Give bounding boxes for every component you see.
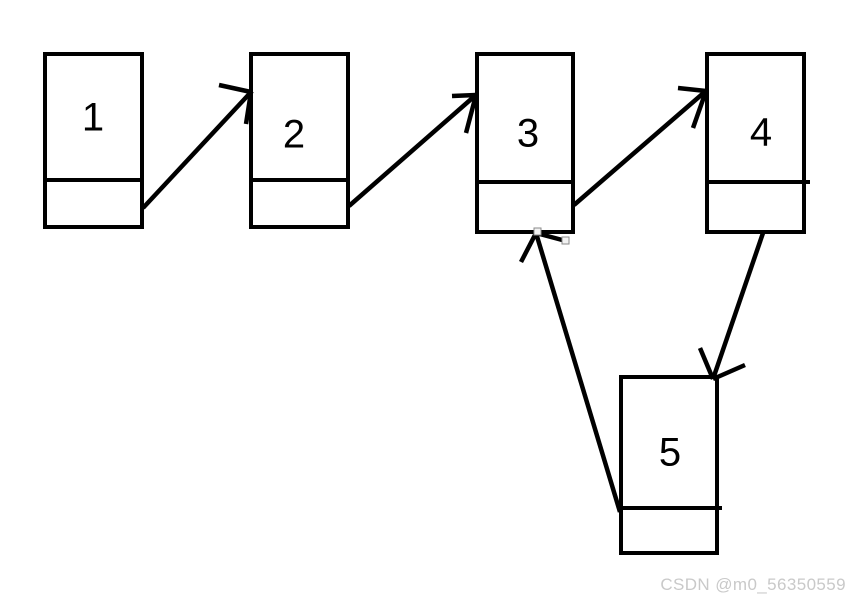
pointer-2-to-3-head-lower bbox=[463, 94, 479, 134]
node-2[interactable]: 2 bbox=[249, 52, 350, 229]
pointer-4-to-5[interactable] bbox=[697, 232, 766, 382]
pointer-3-to-4[interactable] bbox=[572, 85, 709, 207]
pointer-2-to-3-shaft bbox=[347, 92, 479, 208]
pointer-1-to-2[interactable] bbox=[141, 82, 254, 210]
node-2-label: 2 bbox=[283, 113, 305, 157]
pointer-5-to-3-head-left bbox=[519, 231, 538, 264]
node-4[interactable]: 4 bbox=[705, 52, 810, 234]
pointer-2-to-3[interactable] bbox=[347, 92, 479, 208]
pointer-3-to-4-shaft bbox=[572, 88, 709, 207]
node-2-box[interactable] bbox=[249, 52, 350, 229]
node-5[interactable]: 5 bbox=[619, 375, 722, 555]
pointer-3-to-4-head-upper bbox=[677, 85, 707, 94]
node-5-box[interactable] bbox=[619, 375, 719, 555]
node-1[interactable]: 1 bbox=[43, 52, 144, 229]
node-4-label: 4 bbox=[750, 111, 772, 155]
node-3-label: 3 bbox=[517, 112, 539, 156]
pointer-1-to-2-head-upper bbox=[218, 82, 252, 95]
pointer-4-to-5-head-right bbox=[712, 362, 746, 382]
pointer-1-to-2-head-lower bbox=[243, 91, 254, 125]
selection-handle-a[interactable] bbox=[533, 227, 542, 236]
node-1-label: 1 bbox=[82, 96, 104, 140]
node-5-label: 5 bbox=[659, 431, 681, 475]
pointer-2-to-3-head-upper bbox=[451, 92, 477, 99]
node-4-box[interactable] bbox=[705, 52, 806, 234]
pointer-5-to-3[interactable] bbox=[519, 230, 623, 513]
node-3-box[interactable] bbox=[475, 52, 575, 234]
pointer-1-to-2-shaft bbox=[141, 89, 254, 210]
pointer-4-to-5-shaft bbox=[710, 232, 766, 380]
node-3[interactable]: 3 bbox=[475, 52, 575, 234]
pointer-5-to-3-shaft bbox=[533, 232, 623, 513]
selection-handle-b[interactable] bbox=[561, 236, 570, 245]
pointer-3-to-4-head-lower bbox=[690, 90, 709, 129]
watermark: CSDN @m0_56350559 bbox=[660, 575, 846, 594]
node-1-box[interactable] bbox=[43, 52, 144, 229]
pointer-4-to-5-head-left bbox=[697, 347, 716, 380]
